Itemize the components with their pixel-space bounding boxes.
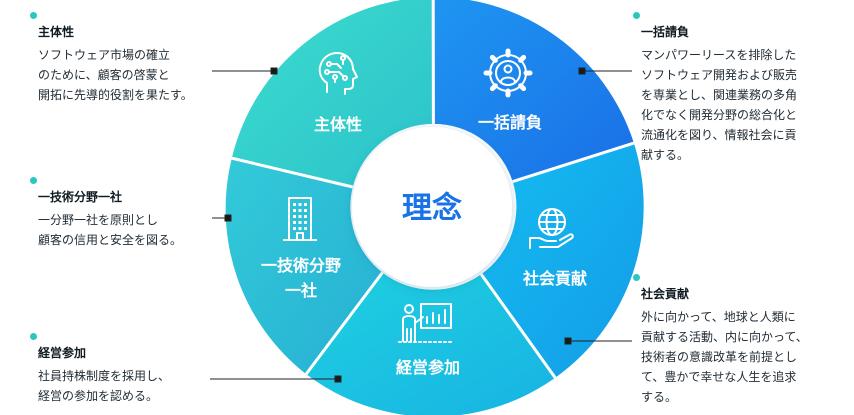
segment-keiei xyxy=(306,272,556,415)
accent-dot xyxy=(30,177,37,184)
connector-node-shakai xyxy=(564,337,572,345)
segment-label-ichigijutsu-line1: 一技術分野 xyxy=(261,256,341,275)
note-shutaisei: 主体性 ソフトウェア市場の確立 のために、顧客の啓蒙と 開拓に先導的役割を果たす… xyxy=(30,12,228,105)
presentation-icon xyxy=(398,303,454,343)
segment-label-ichigijutsu-line2: 一社 xyxy=(285,281,317,300)
segment-ikkatsu xyxy=(433,0,634,182)
connector-node-ichigijutsu xyxy=(224,214,232,222)
accent-dot xyxy=(633,12,640,19)
note-text-ichigijutsu: 一分野一社を原則とし 顧客の信用と安全を図る。 xyxy=(38,213,183,247)
connectors xyxy=(210,67,632,383)
gear-person-icon xyxy=(483,48,533,98)
accent-dot xyxy=(30,333,37,340)
note-title-shutaisei: 主体性 xyxy=(38,25,75,39)
segment-label-shakai: 社会貢献 xyxy=(522,269,587,288)
center-label: 理念 xyxy=(402,191,462,226)
note-shakai: 社会貢献 外に向かって、地球と人類に 貢献する活動、内に向かって、 技術者の意識… xyxy=(633,274,846,407)
accent-dot xyxy=(30,12,37,19)
note-text-ikkatsu: マンパワーリースを排除した ソフトウェア開発および販売 を専業とし、関連業務の多… xyxy=(641,48,798,162)
globe-hand-icon xyxy=(529,208,574,249)
segment-separators xyxy=(231,0,635,379)
note-text-keiei: 社員持株制度を採用し、 経営の参加を認める。 xyxy=(38,369,171,403)
note-ikkatsu: 一括請負 マンパワーリースを排除した ソフトウェア開発および販売 を専業とし、関… xyxy=(633,12,846,165)
note-keiei: 経営参加 社員持株制度を採用し、 経営の参加を認める。 xyxy=(30,333,228,406)
note-title-shakai: 社会貢献 xyxy=(641,287,690,301)
segment-label-shutaisei: 主体性 xyxy=(314,115,362,134)
accent-dot xyxy=(633,274,640,281)
segment-shutaisei xyxy=(231,0,434,187)
note-title-keiei: 経営参加 xyxy=(38,346,87,360)
note-text-shakai: 外に向かって、地球と人類に 貢献する活動、内に向かって、 技術者の意識改革を前提… xyxy=(641,310,808,404)
segment-shakai xyxy=(481,143,644,378)
segment-label-ikkatsu: 一括請負 xyxy=(478,113,542,132)
segment-label-keiei: 経営参加 xyxy=(396,358,460,377)
note-title-ichigijutsu: 一技術分野一社 xyxy=(38,190,123,204)
head-circuit-icon xyxy=(318,52,358,95)
building-icon xyxy=(283,197,317,241)
note-title-ikkatsu: 一括請負 xyxy=(641,25,690,39)
center-circle xyxy=(352,127,512,287)
note-ichigijutsu: 一技術分野一社 一分野一社を原則とし 顧客の信用と安全を図る。 xyxy=(30,177,228,250)
note-text-shutaisei: ソフトウェア市場の確立 のために、顧客の啓蒙と 開拓に先導的役割を果たす。 xyxy=(38,48,193,102)
connector-node-ikkatsu xyxy=(578,67,586,75)
connector-node-keiei xyxy=(334,375,342,383)
segment-ichigijutsu xyxy=(225,158,383,375)
connector-node-shutaisei xyxy=(270,67,278,75)
